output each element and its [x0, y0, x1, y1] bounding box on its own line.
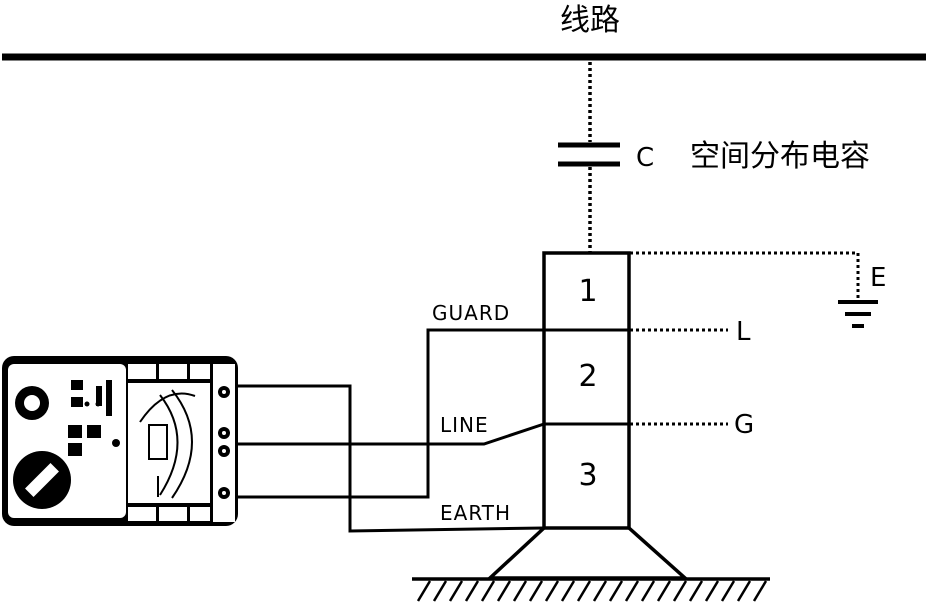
insulation-tester: DC5000: [2, 356, 238, 526]
insulator-section-2: 2: [578, 359, 597, 394]
line-title: 线路: [560, 3, 620, 38]
meter-button-left: [68, 425, 82, 438]
insulator-base: [485, 526, 690, 580]
terminal-g-label: G: [734, 410, 754, 440]
meter-button-right: [87, 425, 101, 438]
line-wire-label: LINE: [440, 413, 489, 437]
guard-wire: [227, 328, 544, 499]
terminal-l-label: L: [736, 317, 751, 347]
ground-hatching: [416, 580, 768, 602]
earth-label: E: [870, 263, 886, 293]
earth-dotted-lead: [630, 251, 860, 298]
meter-model-text: DC5000: [110, 378, 116, 398]
guard-wire-label: GUARD: [432, 301, 510, 325]
meter-display: [128, 383, 210, 503]
capacitance-description: 空间分布电容: [690, 139, 870, 174]
capacitor-symbol: C: [636, 143, 654, 173]
meter-button-bottom: [68, 443, 82, 456]
earth-ground-symbol: [838, 300, 878, 328]
insulator-section-1: 1: [578, 274, 597, 309]
meter-terminal-strip: [213, 364, 235, 522]
insulator-section-3: 3: [578, 458, 597, 493]
line-wire: [227, 422, 545, 446]
earth-wire-label: EARTH: [440, 501, 511, 525]
insulator-column: [542, 251, 631, 530]
earth-wire: [227, 384, 545, 533]
